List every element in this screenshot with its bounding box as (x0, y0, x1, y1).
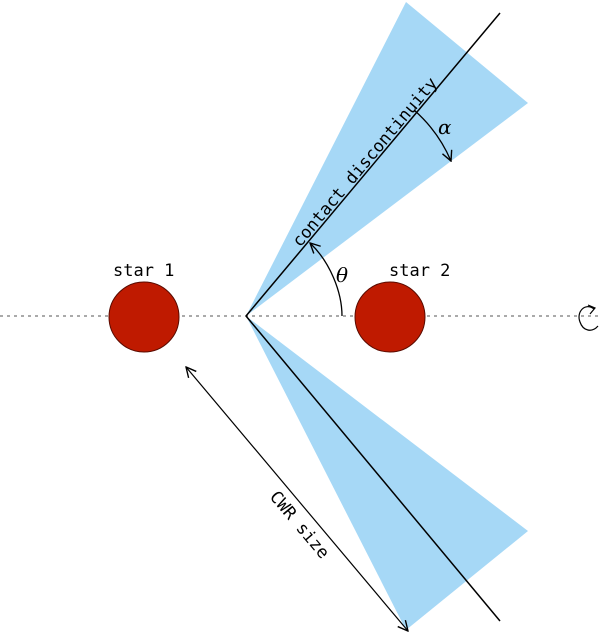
cwr-size-label: CWR size (265, 487, 333, 563)
star-2-label: star 2 (389, 261, 450, 281)
rotation-arrowhead (587, 304, 596, 315)
alpha-arc (413, 109, 451, 161)
lower-shock-cone (246, 316, 528, 630)
theta-arc (310, 243, 343, 317)
alpha-label: α (438, 115, 452, 139)
star-1 (108, 281, 180, 353)
upper-shock-cone (246, 2, 528, 316)
cwr-size-arrow (186, 367, 408, 631)
contact-discontinuity-lower (245, 315, 501, 622)
theta-label: θ (336, 263, 348, 287)
contact-discontinuity-upper (245, 12, 501, 317)
star-1-label: star 1 (113, 261, 174, 281)
rotation-arrow-icon (578, 306, 599, 331)
star-2 (354, 281, 426, 353)
